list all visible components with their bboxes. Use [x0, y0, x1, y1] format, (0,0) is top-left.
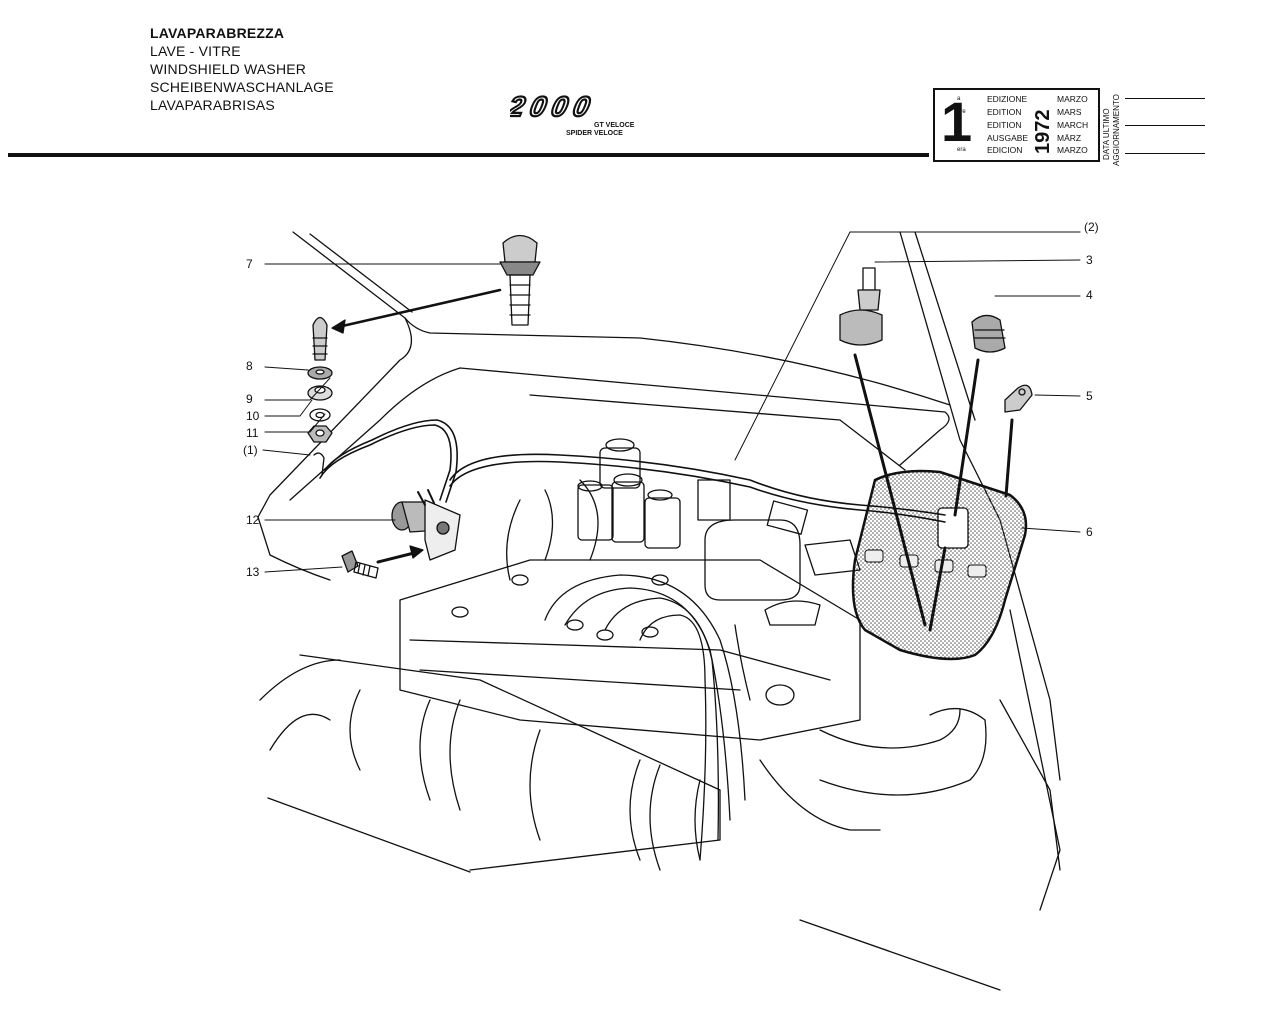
callout-12: 12	[246, 513, 260, 527]
edition-number: 1	[941, 90, 973, 153]
edition-sup-fr: ere	[957, 109, 966, 115]
title-line-english: WINDSHIELD WASHER	[150, 61, 307, 77]
model-logo-text: 2000	[510, 92, 599, 122]
part-3-hose-connector	[839, 267, 883, 346]
coolant-tank	[704, 500, 861, 601]
callout-3: 3	[1086, 253, 1093, 267]
callout-9: 9	[246, 392, 253, 406]
title-line-french: LAVE - VITRE	[150, 43, 241, 59]
callout-5: 5	[1086, 389, 1093, 403]
model-subtitle-2: SPIDER VELOCE	[566, 130, 623, 137]
title-line-spanish: LAVAPARABRISAS	[150, 97, 275, 113]
edition-label-de: AUSGABE	[987, 133, 1029, 143]
engine-block	[399, 479, 861, 741]
title-line-italian: LAVAPARABREZZA	[150, 25, 285, 41]
callout-6: 6	[1086, 525, 1093, 539]
body-outline	[257, 231, 1061, 991]
edition-month-de: MÄRZ	[1057, 133, 1082, 143]
callout-2: (2)	[1084, 220, 1099, 234]
edition-sup-en: st	[957, 122, 962, 128]
washer-pipe	[449, 453, 946, 523]
hose-end-1	[313, 452, 325, 476]
title-line-german: SCHEIBENWASCHANLAGE	[150, 79, 334, 95]
pipe-to-nozzle	[319, 419, 458, 503]
leader-lines	[262, 231, 1081, 573]
edition-sup-de: .	[957, 135, 959, 141]
update-label-line1: DATA ULTIMO	[1102, 108, 1111, 160]
callout-11: 11	[246, 426, 259, 440]
part-7-washer-nozzle	[499, 234, 541, 326]
update-line	[1125, 125, 1205, 126]
callout-10: 10	[246, 409, 260, 423]
part-9-cup-washer	[307, 385, 333, 401]
edition-month-en: MARCH	[1057, 120, 1089, 130]
edition-year-text: 1972	[1032, 110, 1053, 155]
callout-7: 7	[246, 257, 253, 271]
update-line	[1125, 153, 1205, 154]
edition-month-fr: MARS	[1057, 107, 1082, 117]
arrow-4	[953, 358, 980, 517]
part-13-screw	[341, 550, 379, 579]
part-8-rubber-washer	[307, 366, 333, 380]
arrow-13-head	[409, 545, 424, 559]
callout-4: 4	[1086, 288, 1093, 302]
part-12-washer-pump	[391, 489, 461, 561]
washer-reservoir	[851, 469, 1028, 661]
arrow-7	[336, 288, 502, 329]
edition-label-fr: EDITION	[987, 107, 1022, 117]
ignition-leads	[544, 574, 751, 861]
callout-1: (1)	[243, 443, 258, 457]
part-10-lock-washer	[309, 408, 331, 422]
arrow-3	[853, 353, 927, 627]
arrow-5	[1004, 418, 1014, 498]
edition-month-it: MARZO	[1057, 94, 1088, 104]
part-4-reservoir-cap	[971, 314, 1006, 353]
edition-label-es: EDICION	[987, 145, 1023, 155]
update-line	[1125, 98, 1205, 99]
small-nozzle	[312, 316, 328, 361]
edition-month-es: MARZO	[1057, 145, 1088, 155]
header-rule	[8, 153, 929, 157]
air-intake-pipe	[259, 654, 721, 871]
edition-box: 1 a ere st . era EDIZIONE EDITION EDITIO…	[933, 88, 1100, 162]
part-5-bracket	[1004, 384, 1033, 413]
update-label: DATA ULTIMO AGGIORNAMENTO	[1102, 94, 1121, 166]
edition-label-en: EDITION	[987, 120, 1022, 130]
title-block: LAVAPARABREZZA LAVE - VITRE WINDSHIELD W…	[150, 24, 334, 114]
model-logo: 2000 GT VELOCE SPIDER VELOCE	[510, 92, 635, 137]
part-11-nut	[307, 425, 333, 443]
edition-sup-es: era	[957, 147, 966, 153]
radiator-hose	[759, 708, 987, 831]
callout-8: 8	[246, 359, 253, 373]
edition-year: 1972	[1032, 110, 1053, 155]
edition-label-it: EDIZIONE	[987, 94, 1028, 104]
brake-fluid-reservoirs	[577, 438, 731, 549]
arrow-7-head	[331, 319, 346, 334]
model-subtitle-1: GT VELOCE	[594, 122, 635, 129]
edition-sup-it: a	[957, 96, 961, 102]
update-label-line2: AGGIORNAMENTO	[1112, 94, 1121, 166]
callout-13: 13	[246, 565, 260, 579]
